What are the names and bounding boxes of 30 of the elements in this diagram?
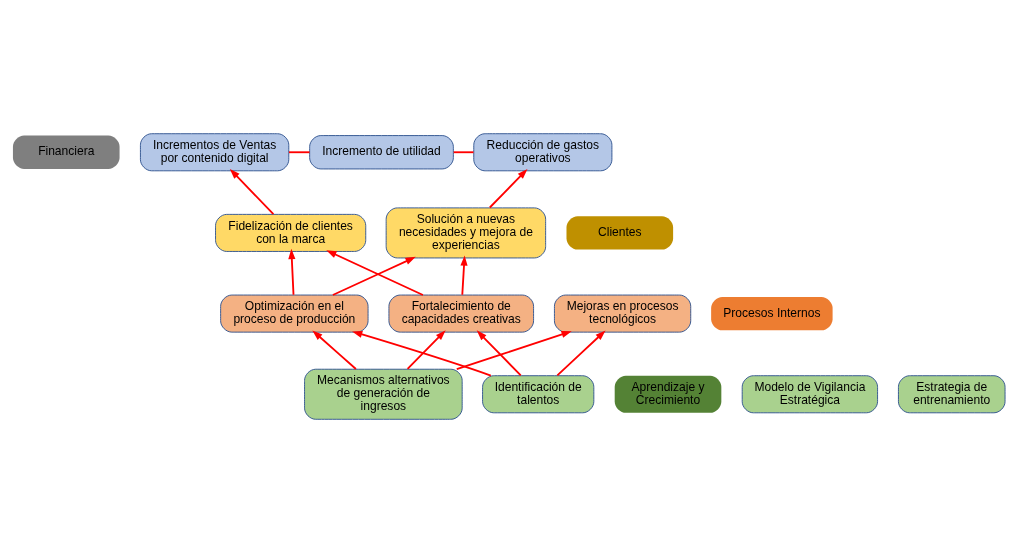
connector [288, 150, 311, 153]
arrow [460, 254, 468, 296]
arrow [229, 168, 275, 215]
node-box: Fortalecimiento de capacidades creativas [388, 294, 535, 333]
node-box: Optimización en el proceso de producción [220, 294, 369, 333]
node-box: Clientes [566, 215, 674, 250]
arrow [556, 329, 606, 376]
arrow [455, 330, 572, 370]
node-box: Aprendizaje y Crecimiento [614, 375, 722, 413]
node-box: Estrategia de entrenamiento [897, 374, 1006, 413]
node-box: Mejoras en procesos tecnológicos [553, 294, 692, 333]
arrow [288, 248, 296, 296]
arrow [352, 330, 492, 377]
arrow [488, 168, 528, 208]
node-box: Modelo de Vigilancia Estratégica [741, 374, 879, 413]
arrow [326, 249, 424, 296]
node-box: Solución a nuevas necesidades y mejora de experiencias [385, 206, 547, 258]
node-box: Identificación de talentos [482, 374, 595, 413]
node-box: Incrementos de Ventas por contenido digital [139, 132, 290, 171]
node-box: Incremento de utilidad [309, 134, 454, 169]
arrow [406, 329, 446, 370]
node-box: Financiera [12, 135, 120, 169]
node-box: Procesos Internos [711, 296, 833, 330]
node-box: Mecanismos alternativos de generación de ingresos [304, 368, 463, 420]
connector [452, 150, 475, 153]
node-box: Fidelización de clientes con la marca [215, 213, 367, 252]
arrow [312, 330, 357, 370]
node-box: Reducción de gastos operativos [473, 132, 613, 171]
arrow [331, 256, 416, 296]
arrow [476, 329, 522, 376]
